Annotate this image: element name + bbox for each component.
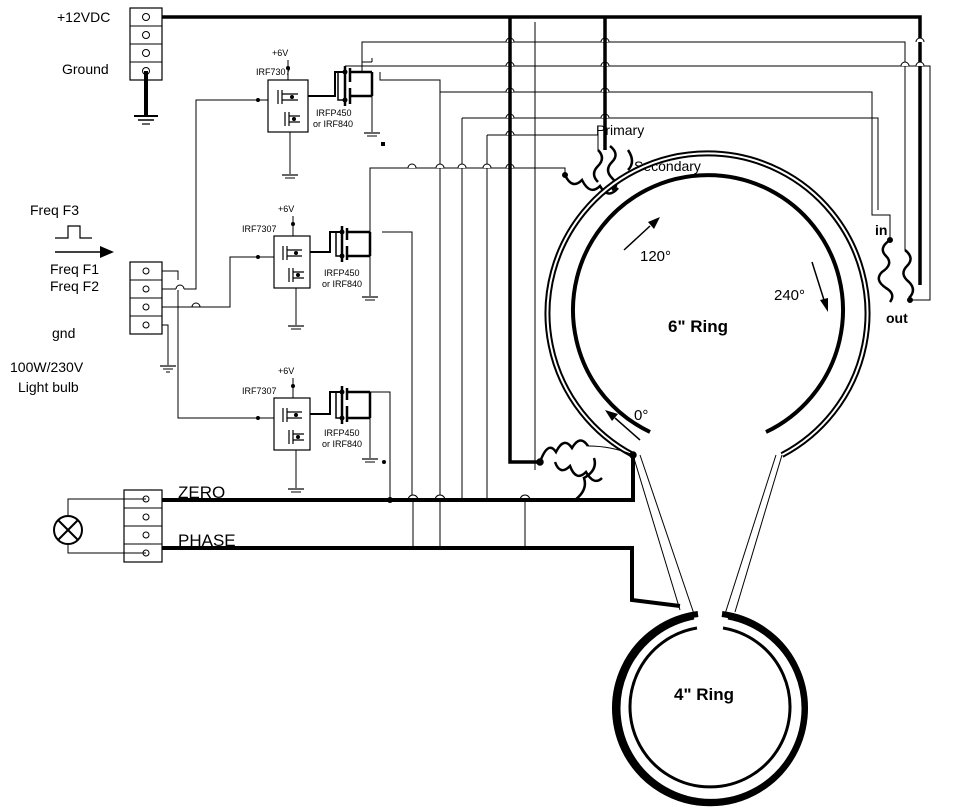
input-terminal-block	[129, 261, 163, 335]
supply-bus	[162, 15, 922, 285]
driver-2-mosfet-line2: or IRF840	[322, 279, 362, 289]
freq-f1-label: Freq F1	[50, 261, 99, 277]
phase-bus	[162, 546, 681, 608]
driver-1-supply-label: +6V	[272, 48, 288, 58]
driver-stage-2: +6V IRF7307 IRFP450 or IRF840	[242, 204, 378, 330]
driver-2-ic-label: IRF7307	[242, 224, 277, 234]
driver-3-ic	[273, 397, 311, 451]
bulb-label-line2: Light bulb	[18, 379, 79, 395]
driver-1-mosfet-line1: IRFP450	[316, 108, 352, 118]
angle-0-label: 0°	[634, 407, 648, 424]
bus-taps	[387, 497, 526, 548]
lamp-wiring	[67, 498, 146, 554]
gnd-symbol-input	[160, 365, 176, 373]
driver-3-supply-label: +6V	[278, 366, 294, 376]
angle-120-label: 120°	[640, 248, 671, 265]
supply-drops	[508, 17, 607, 464]
driver-stage-1: +6V IRF7307 IRFP450 or IRF840	[256, 48, 385, 179]
light-bulb-icon	[53, 515, 83, 545]
arrow-right-icon	[55, 246, 114, 258]
ring-4in	[612, 611, 808, 807]
transformer-out-label: out	[886, 310, 908, 326]
ring-4in-label: 4" Ring	[674, 685, 734, 704]
zero-bus	[162, 455, 635, 502]
angle-240-label: 240°	[774, 287, 805, 304]
driver-2-ic	[273, 235, 311, 289]
arrow-0-icon	[605, 410, 641, 441]
arrow-120-icon	[623, 217, 660, 251]
mains-terminal-block	[123, 489, 163, 563]
signal-wiring	[345, 22, 931, 500]
driver-stage-3: +6V IRF7307 IRFP450 or IRF840	[242, 366, 386, 493]
freq-f3-label: Freq F3	[30, 202, 79, 218]
primary-label: Primary	[596, 122, 644, 138]
phase-label: PHASE	[178, 531, 236, 550]
ring-stem	[632, 454, 783, 615]
power-terminal-block	[129, 7, 163, 81]
pulse-symbol	[55, 225, 92, 239]
driver-1-mosfet-line2: or IRF840	[313, 119, 353, 129]
upper-transformer	[562, 145, 634, 195]
driver-2-supply-label: +6V	[278, 204, 294, 214]
driver-3-mosfet-line1: IRFP450	[324, 428, 360, 438]
driver-1-ic-label: IRF7307	[256, 67, 291, 77]
gnd-label: gnd	[52, 325, 75, 341]
ground-symbol	[134, 71, 158, 125]
driver-2-mosfet-line1: IRFP450	[324, 268, 360, 278]
bulb-label-line1: 100W/230V	[10, 359, 84, 375]
transformer-in-label: in	[875, 222, 887, 238]
zero-label: ZERO	[178, 483, 225, 502]
driver-3-mosfet-line2: or IRF840	[322, 439, 362, 449]
driver-3-ic-label: IRF7307	[242, 386, 277, 396]
ring-6in	[544, 150, 871, 458]
freq-f2-label: Freq F2	[50, 278, 99, 294]
vdc-label: +12VDC	[57, 9, 110, 25]
wire-crossings	[407, 37, 925, 501]
right-transformer	[877, 237, 915, 303]
arrow-240-icon	[811, 261, 828, 312]
driver-1-ic	[267, 79, 309, 133]
input-wiring	[162, 99, 258, 419]
ring-6in-label: 6" Ring	[668, 317, 728, 336]
ground-label: Ground	[62, 61, 109, 77]
